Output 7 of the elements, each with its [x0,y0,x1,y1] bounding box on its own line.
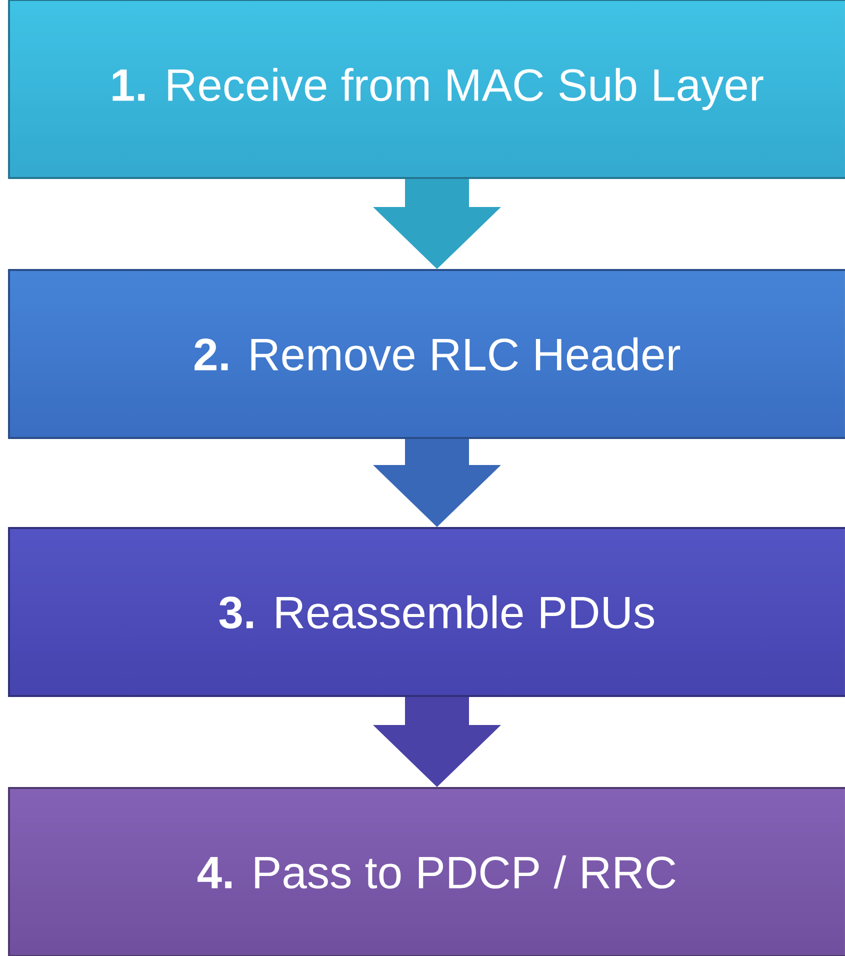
step-box: 2. Remove RLC Header [8,269,845,439]
block-arrow [373,179,501,269]
block-arrow [373,439,501,527]
step-box: 3. Reassemble PDUs [8,527,845,697]
block-arrow [373,697,501,787]
step-box: 4. Pass to PDCP / RRC [8,787,845,956]
step-box: 1. Receive from MAC Sub Layer [8,0,845,179]
